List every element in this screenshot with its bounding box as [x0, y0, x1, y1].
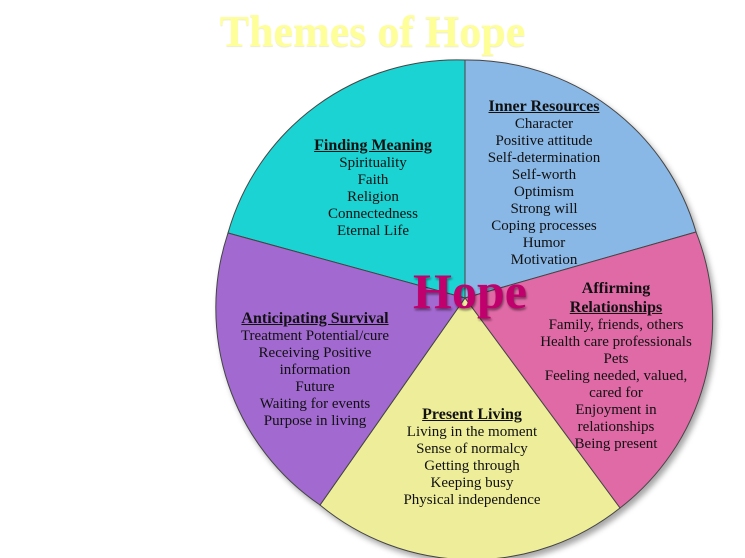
affirming-relationships-heading-line2: Relationships — [569, 299, 663, 316]
finding-meaning-item: Religion — [347, 189, 399, 205]
affirming-relationships-item: Enjoyment in — [575, 402, 657, 418]
inner-resources-item: Self-worth — [511, 167, 577, 183]
inner-resources-item: Self-determination — [487, 150, 601, 166]
finding-meaning-item: Eternal Life — [336, 223, 410, 239]
diagram-title: Themes of Hope — [219, 7, 526, 56]
present-living-item: Getting through — [424, 458, 520, 474]
present-living-item: Sense of normalcy — [416, 441, 528, 457]
affirming-relationships-item: relationships — [577, 419, 655, 435]
segment-present-living: Present Living Living in the moment Sens… — [386, 405, 558, 509]
affirming-relationships-item: Family, friends, others — [548, 317, 684, 333]
present-living-item: Keeping busy — [430, 475, 514, 491]
anticipating-survival-item: Receiving Positive — [258, 345, 372, 361]
inner-resources-item: Motivation — [510, 252, 578, 268]
affirming-relationships-item: Feeling needed, valued, — [544, 368, 688, 384]
affirming-relationships-item: cared for — [589, 385, 643, 401]
affirming-relationships-item: Being present — [574, 436, 658, 452]
affirming-relationships-item: Pets — [603, 351, 629, 367]
inner-resources-heading: Inner Resources — [488, 98, 600, 115]
anticipating-survival-item: information — [279, 362, 351, 378]
segment-finding-meaning: Finding Meaning Spirituality Faith Relig… — [290, 136, 456, 240]
slice-finding-meaning — [227, 59, 466, 299]
present-living-item: Living in the moment — [406, 424, 538, 440]
anticipating-survival-item: Treatment Potential/cure — [240, 328, 390, 344]
finding-meaning-item: Faith — [357, 172, 389, 188]
inner-resources-item: Positive attitude — [495, 133, 593, 149]
center-hope-label: Hope — [413, 263, 527, 319]
slice-affirming-relationships — [464, 231, 714, 509]
anticipating-survival-item: Purpose in living — [263, 413, 367, 429]
slice-present-living — [319, 297, 621, 558]
present-living-heading: Present Living — [422, 406, 522, 423]
finding-meaning-heading: Finding Meaning — [314, 137, 432, 154]
finding-meaning-item: Spirituality — [339, 155, 407, 171]
affirming-relationships-item: Health care professionals — [540, 334, 692, 350]
anticipating-survival-heading: Anticipating Survival — [241, 310, 389, 327]
finding-meaning-item: Connectedness — [328, 206, 418, 222]
inner-resources-item: Character — [514, 116, 574, 132]
present-living-item: Physical independence — [403, 492, 541, 508]
segment-affirming-relationships: Affirming Relationships Family, friends,… — [530, 279, 702, 453]
segment-inner-resources: Inner Resources Character Positive attit… — [461, 97, 627, 269]
inner-resources-item: Optimism — [513, 184, 574, 200]
slice-inner-resources — [464, 59, 697, 299]
anticipating-survival-item: Future — [295, 379, 335, 395]
affirming-relationships-heading-line1: Affirming — [581, 280, 651, 297]
inner-resources-item: Coping processes — [491, 218, 597, 234]
inner-resources-item: Strong will — [510, 201, 578, 217]
segment-anticipating-survival: Anticipating Survival Treatment Potentia… — [228, 309, 402, 430]
anticipating-survival-item: Waiting for events — [259, 396, 371, 412]
slice-anticipating-survival — [215, 232, 466, 506]
inner-resources-item: Humor — [522, 235, 566, 251]
